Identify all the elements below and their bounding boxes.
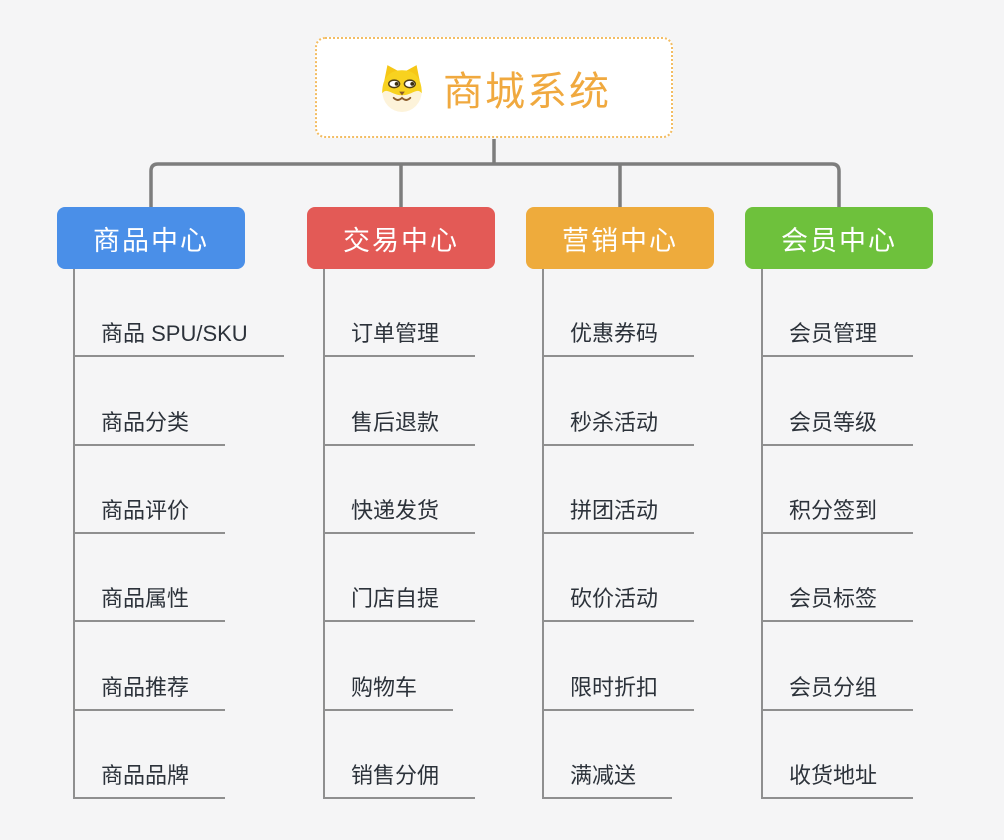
branch-label: 营销中心 xyxy=(562,225,678,256)
child-topic-0-1[interactable]: 商品分类 xyxy=(75,405,226,446)
child-row: 订单管理 xyxy=(325,269,495,358)
child-row: 砍价活动 xyxy=(544,534,714,623)
child-row: 会员标签 xyxy=(763,534,933,623)
child-row: 销售分佣 xyxy=(325,711,495,799)
child-topic-1-0[interactable]: 订单管理 xyxy=(325,316,476,358)
child-row: 商品推荐 xyxy=(75,622,245,711)
child-topic-3-2[interactable]: 积分签到 xyxy=(763,493,914,534)
child-row: 会员管理 xyxy=(763,269,933,358)
branch-label: 会员中心 xyxy=(781,225,897,256)
child-row: 积分签到 xyxy=(763,446,933,534)
child-topic-2-0[interactable]: 优惠券码 xyxy=(544,316,695,358)
child-topic-2-2[interactable]: 拼团活动 xyxy=(544,493,695,534)
child-row: 会员等级 xyxy=(763,357,933,446)
child-row: 秒杀活动 xyxy=(544,357,714,446)
child-row: 商品 SPU/SKU xyxy=(75,269,284,358)
branch-children: 商品 SPU/SKU 商品分类 商品评价 商品属性 商品推荐 商品品牌 xyxy=(73,269,284,799)
child-row: 限时折扣 xyxy=(544,622,714,711)
branch-label: 商品中心 xyxy=(93,225,209,256)
bus-line xyxy=(149,162,841,207)
branch-1: 交易中心 订单管理 售后退款 快递发货 门店自提 购物车 销售分佣 xyxy=(307,207,495,799)
child-topic-3-3[interactable]: 会员标签 xyxy=(763,581,914,623)
child-topic-3-4[interactable]: 会员分组 xyxy=(763,670,914,711)
child-row: 会员分组 xyxy=(763,622,933,711)
child-topic-0-2[interactable]: 商品评价 xyxy=(75,493,226,534)
child-topic-2-1[interactable]: 秒杀活动 xyxy=(544,405,695,446)
child-row: 商品品牌 xyxy=(75,711,245,799)
branch-children: 优惠券码 秒杀活动 拼团活动 砍价活动 限时折扣 满减送 xyxy=(542,269,714,799)
branch-3: 会员中心 会员管理 会员等级 积分签到 会员标签 会员分组 收货地址 xyxy=(745,207,933,799)
child-topic-3-0[interactable]: 会员管理 xyxy=(763,316,914,358)
branch-header-2[interactable]: 营销中心 xyxy=(526,207,714,269)
branch-header-3[interactable]: 会员中心 xyxy=(745,207,933,269)
branch-label: 交易中心 xyxy=(343,225,459,256)
child-row: 拼团活动 xyxy=(544,446,714,534)
child-row: 售后退款 xyxy=(325,357,495,446)
branch-header-0[interactable]: 商品中心 xyxy=(57,207,245,269)
branch-0: 商品中心 商品 SPU/SKU 商品分类 商品评价 商品属性 商品推荐 商品品牌 xyxy=(57,207,284,799)
child-row: 满减送 xyxy=(544,711,714,799)
root-title: 商城系统 xyxy=(443,69,611,114)
child-topic-1-3[interactable]: 门店自提 xyxy=(325,581,476,623)
child-topic-2-5[interactable]: 满减送 xyxy=(544,758,673,799)
child-topic-0-3[interactable]: 商品属性 xyxy=(75,581,226,623)
child-topic-2-3[interactable]: 砍价活动 xyxy=(544,581,695,623)
child-topic-2-4[interactable]: 限时折扣 xyxy=(544,670,695,711)
child-row: 商品分类 xyxy=(75,357,245,446)
branch-2: 营销中心 优惠券码 秒杀活动 拼团活动 砍价活动 限时折扣 满减送 xyxy=(526,207,714,799)
child-topic-3-5[interactable]: 收货地址 xyxy=(763,758,914,799)
root-node[interactable]: 商城系统 xyxy=(315,37,673,138)
child-topic-3-1[interactable]: 会员等级 xyxy=(763,405,914,446)
child-row: 优惠券码 xyxy=(544,269,714,358)
child-row: 商品评价 xyxy=(75,446,245,534)
branch-header-1[interactable]: 交易中心 xyxy=(307,207,495,269)
dog-face-icon xyxy=(377,63,427,113)
child-row: 购物车 xyxy=(325,622,495,711)
branch-children: 订单管理 售后退款 快递发货 门店自提 购物车 销售分佣 xyxy=(323,269,495,799)
child-topic-0-5[interactable]: 商品品牌 xyxy=(75,758,226,799)
child-topic-1-1[interactable]: 售后退款 xyxy=(325,405,476,446)
child-topic-1-4[interactable]: 购物车 xyxy=(325,670,454,711)
child-row: 快递发货 xyxy=(325,446,495,534)
child-row: 门店自提 xyxy=(325,534,495,623)
branch-children: 会员管理 会员等级 积分签到 会员标签 会员分组 收货地址 xyxy=(761,269,933,799)
child-topic-1-2[interactable]: 快递发货 xyxy=(325,493,476,534)
child-topic-0-0[interactable]: 商品 SPU/SKU xyxy=(75,316,284,358)
child-topic-1-5[interactable]: 销售分佣 xyxy=(325,758,476,799)
child-row: 收货地址 xyxy=(763,711,933,799)
child-row: 商品属性 xyxy=(75,534,245,623)
child-topic-0-4[interactable]: 商品推荐 xyxy=(75,670,226,711)
